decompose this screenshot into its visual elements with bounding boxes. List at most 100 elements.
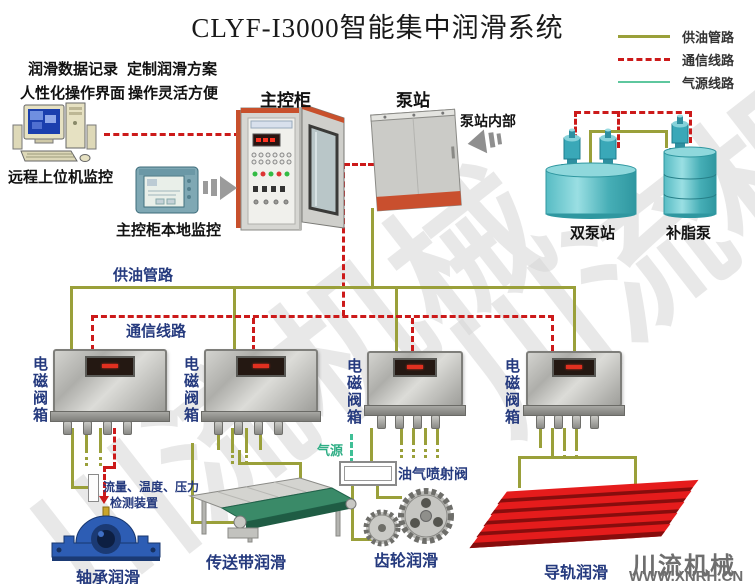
valve-box-display xyxy=(85,356,135,377)
comm-to-sensor xyxy=(103,466,106,496)
feature-text: 操作灵活方便 xyxy=(128,85,219,102)
comm-drop-box2 xyxy=(252,318,255,351)
valve-box-3 xyxy=(364,351,466,429)
comm-bus-label: 通信线路 xyxy=(126,323,187,340)
comm-line-cabinet-pump xyxy=(336,163,374,166)
valve-box-display xyxy=(236,356,286,377)
pump-station-label: 泵站 xyxy=(396,91,430,110)
legend-label: 通信线路 xyxy=(682,52,735,68)
pump-station-image xyxy=(370,108,462,212)
oil-to-conveyor-right xyxy=(238,450,241,464)
comm-drop-box1 xyxy=(91,315,94,351)
oil-out-box3 xyxy=(436,428,439,442)
oil-out-dotted xyxy=(412,442,415,458)
comm-bus xyxy=(92,315,554,318)
injection-valve-label: 油气喷射阀 xyxy=(398,466,468,482)
valve-box-1 xyxy=(50,349,170,435)
oil-out-dotted xyxy=(400,442,403,458)
valve-box-4 xyxy=(523,351,625,429)
valve-box-2 xyxy=(201,349,321,435)
oil-to-conveyor-right xyxy=(238,462,302,465)
oil-line-tank-bridge xyxy=(589,130,668,133)
main-cabinet-label: 主控柜 xyxy=(260,91,311,110)
oil-out-dotted xyxy=(245,450,248,464)
oil-to-big-gear xyxy=(376,482,379,498)
oil-out-box4 xyxy=(575,428,578,448)
injection-valve-device xyxy=(339,461,397,486)
oil-to-small-gear xyxy=(351,538,375,541)
comm-to-sensor xyxy=(113,428,116,468)
sensor-label: 检测装置 xyxy=(110,496,159,510)
comm-drop-box4 xyxy=(551,315,554,351)
comm-drop-box3 xyxy=(411,318,414,351)
oil-line-grease-drop xyxy=(665,130,668,148)
remote-pc-image xyxy=(12,102,97,162)
comm-line-pc-cabinet xyxy=(104,133,240,136)
comm-line-pump2 xyxy=(617,111,620,148)
sensor-label: 流量、温度、压力 xyxy=(103,480,200,494)
oil-to-rail-left xyxy=(518,456,521,488)
oil-out-box2 xyxy=(259,428,262,450)
oil-rail-header xyxy=(518,456,637,459)
arrow-down-icon xyxy=(99,496,109,504)
oil-out-box1 xyxy=(71,428,74,488)
dual-pump-label: 双泵站 xyxy=(570,225,616,242)
gear-label: 齿轮润滑 xyxy=(374,553,439,570)
remote-pc-label: 远程上位机监控 xyxy=(8,169,114,186)
oil-out-dotted xyxy=(85,450,88,466)
pump-station-interior-label: 泵站内部 xyxy=(460,113,516,129)
oil-out-box2 xyxy=(231,428,234,450)
oil-out-box2 xyxy=(217,428,220,450)
oil-to-rail-right xyxy=(634,456,637,488)
oil-out-dotted xyxy=(424,442,427,458)
valve-box-label: 电磁阀箱 xyxy=(31,356,48,424)
oil-to-injection-valve xyxy=(370,428,373,464)
local-hmi-label: 主控柜本地监控 xyxy=(116,222,222,239)
oil-out-box4 xyxy=(551,428,554,458)
bearing-image xyxy=(51,506,161,561)
page-title: CLYF-I3000智能集中润滑系统 xyxy=(191,13,564,43)
conveyor-image xyxy=(188,477,357,543)
air-line-sample xyxy=(618,81,670,83)
oil-out-box4 xyxy=(539,428,542,448)
comm-line-grease-pump xyxy=(689,111,692,143)
company-website: WWW.XNRH.CN xyxy=(629,568,744,584)
grease-pump-label: 补脂泵 xyxy=(666,225,712,242)
gears-image xyxy=(363,488,454,547)
oil-to-big-gear xyxy=(376,496,402,499)
valve-box-display xyxy=(552,358,596,377)
air-source-label: 气源 xyxy=(317,443,344,458)
local-hmi-image xyxy=(135,166,199,214)
feature-text: 定制润滑方案 xyxy=(127,61,218,78)
oil-to-small-gear xyxy=(351,482,354,540)
legend-row-oil: 供油管路 xyxy=(618,28,734,45)
pump-tanks-image xyxy=(545,114,717,219)
company-name: 川流机械 xyxy=(632,553,736,580)
legend-row-comm: 通信线路 xyxy=(618,51,735,68)
oil-out-dotted xyxy=(99,450,102,466)
oil-to-conveyor-right xyxy=(299,462,302,483)
oil-out-box1 xyxy=(99,428,102,450)
valve-box-label: 电磁阀箱 xyxy=(503,358,520,426)
comm-line-pump1 xyxy=(574,111,577,148)
oil-drop-box1 xyxy=(70,286,73,352)
oil-line-pumpstation-drop xyxy=(371,208,374,287)
comm-line-pumps xyxy=(575,111,691,114)
rail-label: 导轨润滑 xyxy=(544,565,609,582)
oil-out-dotted xyxy=(575,448,578,458)
air-source-line xyxy=(350,434,353,464)
bearing-label: 轴承润滑 xyxy=(76,570,141,584)
sensor-device xyxy=(88,474,99,502)
valve-box-label: 电磁阀箱 xyxy=(345,358,362,426)
oil-to-conveyor-left xyxy=(191,521,237,524)
comm-line-cabinet-drop xyxy=(342,163,345,316)
valve-box-label: 电磁阀箱 xyxy=(182,356,199,424)
oil-drop-box4 xyxy=(573,286,576,352)
oil-out-box2 xyxy=(245,428,248,450)
oil-out-box3 xyxy=(424,428,427,442)
main-cabinet-image xyxy=(236,103,345,231)
feature-text: 人性化操作界面 xyxy=(20,85,126,102)
conveyor-label: 传送带润滑 xyxy=(206,555,287,572)
oil-line-tank-riser xyxy=(589,130,592,168)
